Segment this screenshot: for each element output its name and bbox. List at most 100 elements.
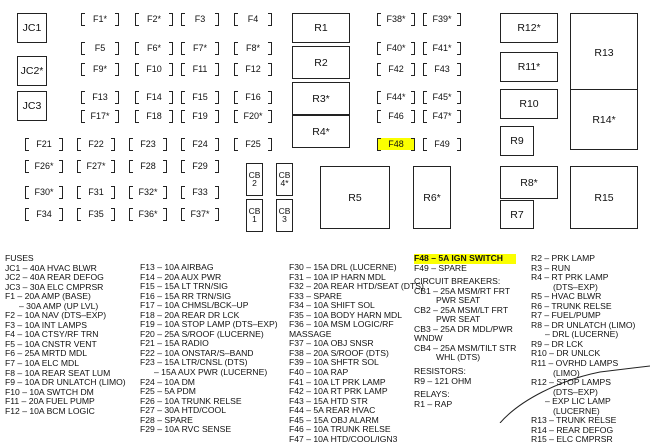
block-label: R4* [312,125,330,138]
legend-line: PWR SEAT [436,295,481,306]
legend-line: – EXP LIC LAMP [545,396,611,407]
block-label: R12* [517,21,541,34]
fuse-label: F25 [245,139,261,149]
legend-line: (LUCERNE) [553,405,600,416]
housing-corner-outline [499,365,650,423]
legend-line: R3 – RUN [531,262,571,273]
fuse-f45: F45* [423,91,461,104]
fuse-label: F23 [140,139,156,149]
block-r13: R13 [570,13,638,92]
legend-line: F40 – 10A RAP [289,367,349,378]
legend-line: FUSES [5,253,34,263]
fuse-label: F2* [146,14,161,24]
fuse-f12: F12 [234,63,272,76]
legend-line: F37 – 10A OBJ SNSR [289,338,374,349]
legend-line: F5 – 10A CNSTR VENT [5,338,97,349]
fuse-label: F7* [192,43,207,53]
legend-line: PWR SEAT [436,314,481,325]
legend-line: F22 – 10A ONSTAR/S–BAND [140,347,254,358]
block-jc3: JC3 [17,91,47,121]
fuse-f28: F28 [129,160,167,173]
legend-line: F30 – 15A DRL (LUCERNE) [289,262,397,272]
legend-line: R10 – DR UNLCK [531,348,601,359]
fuse-label: F37* [190,209,210,219]
block-label: JC2* [20,64,44,77]
fuse-label: F13 [92,92,108,102]
block-r10: R10 [500,89,558,119]
legend-line: F7 – 10A ELC MDL [5,358,80,369]
block-label: R9 [510,134,524,147]
fuse-label: F4 [247,14,259,24]
fuse-label: F33 [192,187,208,197]
legend-line: F14 – 20A AUX PWR [140,271,222,282]
fuse-label: F41* [432,43,452,53]
legend-line: F28 – SPARE [140,414,193,425]
fuse-f1: F1* [81,13,119,26]
fuse-label: F29 [192,161,208,171]
fuse-f18: F18 [135,110,173,123]
legend-line: R8 – DR UNLATCH (LIMO) [531,319,636,330]
legend-line: F19 – 10A STOP LAMP (DTS–EXP) [140,319,278,330]
legend-line: JC3 – 30A ELC CMPRSR [5,281,104,292]
fuse-label: F22 [88,139,104,149]
legend-line: F2 – 10A NAV (DTS–EXP) [5,310,107,321]
block-label: R2 [314,56,328,69]
legend-line: F9 – 10A DR UNLATCH (LIMO) [5,377,126,388]
block-label: R15 [594,191,614,204]
legend-line: CB3 – 25A DR MDL/PWR [414,323,513,334]
fuse-label: F1* [92,14,107,24]
fuse-label: F14 [146,92,162,102]
legend-line: (DTS–EXP) [553,386,598,397]
legend-line: R12 – STOP LAMPS [531,377,611,388]
legend-line: F13 – 10A AIRBAG [140,262,214,272]
fuse-label: F15 [192,92,208,102]
fuse-f22: F22 [77,138,115,151]
legend-line: CB4 – 25A MSM/TILT STR [414,342,517,353]
legend-line: F35 – 10A BODY HARN MDL [289,309,403,320]
fuse-f5: F5 [81,42,119,55]
fuse-label: F44* [386,92,406,102]
fuse-label: F49 [434,139,450,149]
block-r6: R6* [413,166,451,229]
legend-line: F3 – 10A INT LAMPS [5,319,87,330]
fuse-label: F30* [34,187,54,197]
legend-line: R14 – REAR DEFOG [531,424,614,435]
legend-line: JC2 – 40A REAR DEFOG [5,272,104,283]
fuse-f36: F36* [129,208,167,221]
legend-line: F36 – 10A MSM LOGIC/RF [289,319,394,330]
fuse-label: F32* [138,187,158,197]
legend-line: R11 – OVRHD LAMPS [531,358,619,369]
fuse-label: F38* [386,14,406,24]
block-jc1: JC1 [17,13,47,43]
legend-line: – 30A AMP (UP LVL) [19,300,99,311]
legend-line: F48 – 5A IGN SWITCH [414,253,517,264]
block-cb1: CB 1 [246,199,263,232]
legend-line: R13 – TRUNK RELSE [531,415,617,426]
block-r15: R15 [570,166,638,229]
legend-line: F6 – 25A MRTD MDL [5,348,87,359]
legend-line: F12 – 10A BCM LOGIC [5,405,95,416]
fuse-f41: F41* [423,42,461,55]
legend-line: F21 – 15A RADIO [140,338,209,349]
legend-line: R5 – HVAC BLWR [531,291,602,302]
block-label: JC1 [22,21,42,34]
legend-line: F47 – 10A HTD/COOL/IGN3 [289,433,398,444]
fuse-f47: F47* [423,110,461,123]
fuse-label: F3 [194,14,206,24]
fuse-f19: F19 [181,110,219,123]
legend-line: F23 – 15A LTR/CNSL (DTS) [140,357,248,368]
fuse-label: F16 [245,92,261,102]
legend-line: WNDW [414,333,443,344]
legend-line: MASSAGE [289,328,332,339]
fuse-label: F35 [88,209,104,219]
block-label: CB 3 [278,205,291,225]
legend-line: F4 – 10A CTSY/RF TRN [5,329,99,340]
legend-line: F46 – 10A TRUNK RELSE [289,424,391,435]
legend-line: F49 – SPARE [414,262,467,273]
block-r3: R3* [292,82,350,115]
legend-line: R15 – ELC CMPRSR [531,434,613,445]
fuse-f37: F37* [181,208,219,221]
